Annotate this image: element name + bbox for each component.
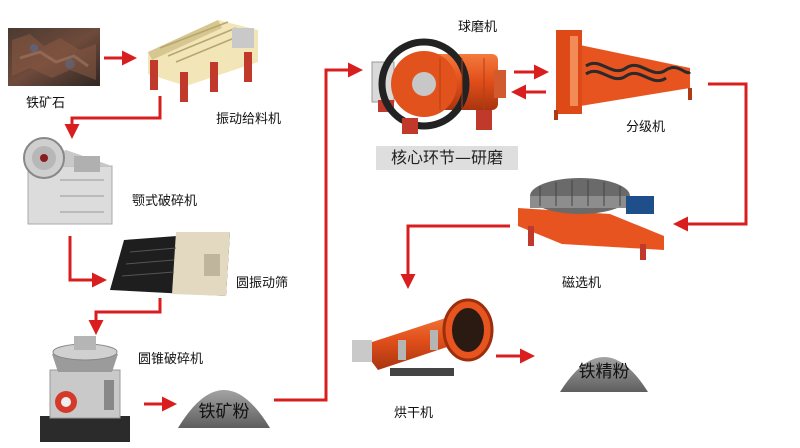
iron-powder-label: 铁矿粉 — [199, 402, 250, 422]
classifier-label: 分级机 — [626, 120, 666, 135]
cone-crusher-image — [40, 336, 130, 442]
circular-screen-image — [110, 232, 230, 296]
arrow-screen-to-cone — [88, 298, 162, 335]
iron-ore-label: 铁矿石 — [26, 96, 66, 111]
arrow-powder-to-mill — [274, 62, 363, 402]
ball-mill-label: 球磨机 — [458, 20, 498, 35]
iron-powder-pile — [178, 390, 270, 428]
iron-ore-image — [8, 28, 100, 86]
magnetic-separator-image — [518, 178, 664, 260]
core-step-box: 核心环节—研磨 — [376, 146, 518, 170]
dryer-image — [352, 298, 494, 376]
ball-mill-image — [371, 38, 506, 134]
vibrating-feeder-image — [148, 20, 258, 102]
arrow-jaw-to-screen — [68, 236, 107, 288]
arrow-feeder-to-jaw — [64, 96, 162, 139]
magnetic-separator-label: 磁选机 — [562, 276, 602, 291]
jaw-crusher-label: 颚式破碎机 — [132, 194, 198, 209]
arrow-separator-to-dryer — [400, 224, 510, 289]
circular-screen-label: 圆振动筛 — [236, 276, 289, 291]
arrow-classifier-to-separator — [673, 82, 748, 232]
jaw-crusher-image — [23, 137, 113, 225]
dryer-label: 烘干机 — [394, 406, 434, 421]
flow-arrows — [64, 50, 748, 412]
concentrate-label: 铁精粉 — [579, 362, 630, 382]
concentrate-pile — [560, 357, 648, 392]
vibrating-feeder-label: 振动给料机 — [216, 112, 282, 127]
cone-crusher-label: 圆锥破碎机 — [138, 352, 204, 367]
classifier-image — [554, 30, 692, 120]
